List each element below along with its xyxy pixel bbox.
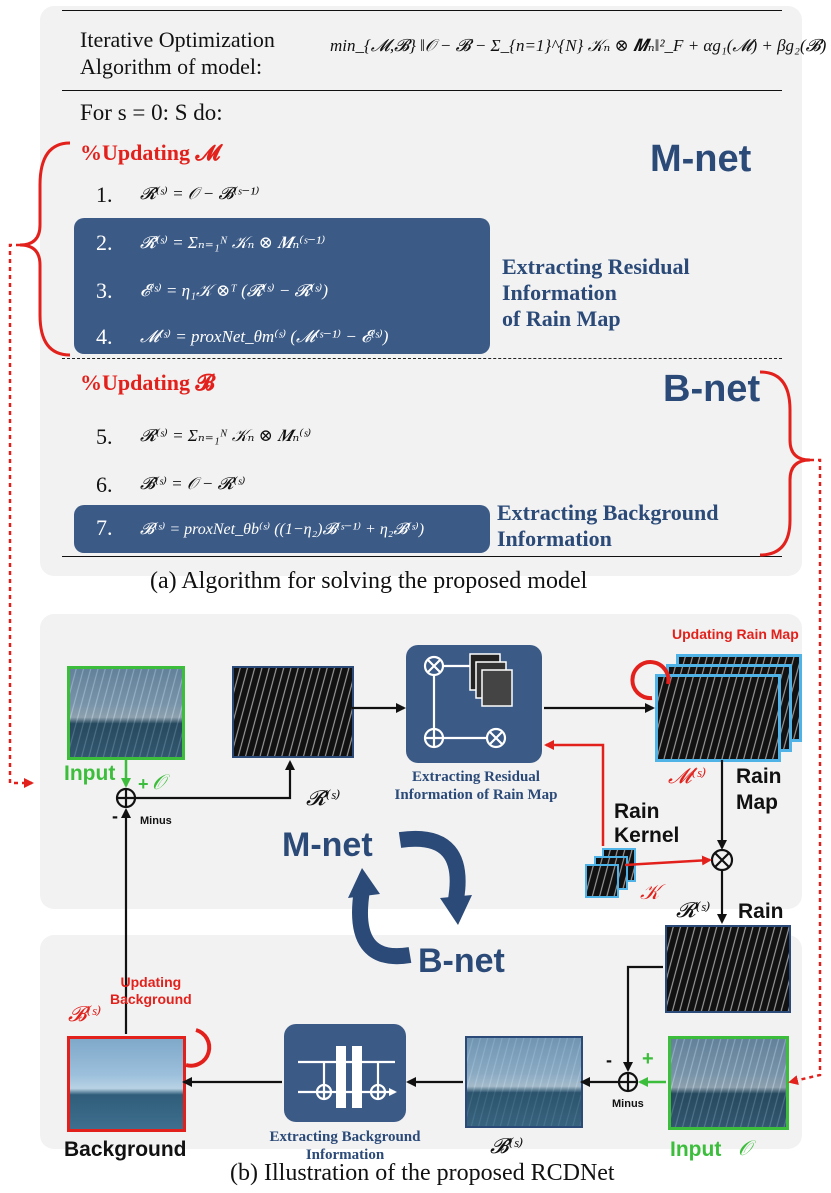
header-bottom-rule: [62, 90, 782, 91]
rain-map-label-line1: Rain: [736, 765, 782, 788]
step-1-equation: 𝓡̂⁽ˢ⁾ = 𝒪 − 𝓑⁽ˢ⁻¹⁾: [140, 184, 260, 203]
b-hat-label: 𝓑̂⁽ˢ⁾: [490, 1134, 524, 1158]
bottom-minus-sign: -: [606, 1050, 612, 1070]
background-block-caption: Extracting Background Information: [250, 1128, 440, 1164]
rain-kernel-label-line2: Kernel: [614, 824, 680, 847]
residual-note-line1: Extracting Residual: [502, 254, 690, 279]
step-3-number: 3.: [96, 278, 113, 303]
step-1-number: 1.: [96, 182, 113, 207]
residual-block-caption-line2: Information of Rain Map: [394, 787, 558, 803]
k-symbol-label: 𝒦: [640, 880, 660, 904]
bottom-rule: [62, 556, 782, 557]
residual-network-glyph: [423, 655, 507, 749]
residual-note-line3: of Rain Map: [502, 306, 621, 331]
rain-kernel-label: Rain Kernel: [614, 800, 679, 848]
step-2-equation: 𝓡̃⁽ˢ⁾ = Σₙ₌₁ᴺ 𝒦ₙ ⊗ 𝑴ₙ⁽ˢ⁻¹⁾: [140, 233, 326, 252]
header-label-line1: Iterative Optimization: [80, 27, 275, 52]
kernel-layer-front: [585, 864, 619, 898]
b-dotted-link: [788, 458, 822, 1086]
updating-background-line2: Background: [110, 991, 192, 1007]
rain-label: Rain: [738, 900, 784, 923]
updating-b-heading: %Updating 𝓑: [80, 370, 215, 395]
background-note: Extracting Background Information: [497, 500, 718, 552]
m-net-label: M-net: [650, 138, 752, 180]
updating-background-label: Updating Background: [110, 974, 192, 1008]
step-6-equation: 𝓑̂⁽ˢ⁾ = 𝒪 − 𝓡⁽ˢ⁾: [140, 474, 246, 493]
step-4-equation: 𝓜⁽ˢ⁾ = proxNet_θm⁽ˢ⁾ (𝓜⁽ˢ⁻¹⁾ − 𝓔⁽ˢ⁾): [140, 327, 389, 346]
updating-background-line1: Updating: [120, 974, 182, 990]
rain-map-layer-front: [655, 674, 781, 762]
bottom-input-label: Input: [670, 1138, 722, 1161]
step-2-number: 2.: [96, 230, 113, 255]
residual-note: Extracting Residual Information of Rain …: [502, 254, 690, 332]
caption-b: (b) Illustration of the proposed RCDNet: [230, 1160, 615, 1186]
caption-a: (a) Algorithm for solving the proposed m…: [150, 568, 588, 594]
m-steps-box: [74, 218, 490, 354]
top-input-label: Input: [64, 762, 116, 785]
input-image-top: [67, 666, 185, 760]
input-image-bottom: [668, 1036, 789, 1130]
header-label: Iterative Optimization Algorithm of mode…: [80, 26, 275, 80]
cycle-m-net-label: M-net: [282, 826, 373, 864]
step-4-number: 4.: [96, 324, 113, 349]
top-minus-sign: -: [112, 806, 118, 826]
top-rule: [62, 10, 782, 11]
step-5-equation: 𝓡⁽ˢ⁾ = Σₙ₌₁ᴺ 𝒦ₙ ⊗ 𝑴ₙ⁽ˢ⁾: [140, 426, 312, 445]
b-steps-box: [74, 505, 490, 553]
loop-line: For s = 0: S do:: [80, 100, 223, 125]
background-label: Background: [64, 1138, 187, 1161]
m-brace: [19, 141, 71, 357]
cycle-b-net-label: B-net: [418, 942, 505, 980]
step-5-number: 5.: [96, 424, 113, 449]
section-divider: [62, 358, 782, 359]
b-net-label: B-net: [663, 368, 761, 410]
b-hat-image: [465, 1036, 583, 1128]
bottom-plus-sign: +: [642, 1048, 654, 1070]
updating-m-heading: %Updating 𝓜: [80, 140, 221, 165]
step-7-number: 7.: [96, 515, 113, 540]
objective-equation: min_{𝓜,𝓑} ‖𝒪 − 𝓑 − Σ_{n=1}^{N} 𝒦ₙ ⊗ 𝑴ₙ‖²…: [330, 36, 827, 55]
step-6-number: 6.: [96, 472, 113, 497]
top-plus-sign: +: [138, 774, 149, 794]
r-hat-label: 𝓡̂⁽ˢ⁾: [306, 786, 341, 810]
residual-block-caption-line1: Extracting Residual: [412, 769, 540, 785]
b-brace: [759, 370, 811, 557]
residual-note-line2: Information: [502, 280, 617, 305]
top-minus-word: Minus: [140, 815, 172, 827]
rain-map-label: Rain Map: [736, 764, 782, 816]
cycle-arrow-bottom: [352, 888, 412, 965]
updating-rain-map-label: Updating Rain Map: [672, 626, 799, 642]
step-7-equation: 𝓑⁽ˢ⁾ = proxNet_θb⁽ˢ⁾ ((1−η₂)𝓑⁽ˢ⁻¹⁾ + η₂𝓑…: [140, 521, 425, 538]
residual-image: [232, 666, 354, 758]
rain-image: [665, 925, 791, 1013]
m-symbol-label: 𝓜⁽ˢ⁾: [668, 764, 707, 788]
rain-map-label-line2: Map: [736, 791, 778, 814]
rain-kernel-label-line1: Rain: [614, 800, 660, 823]
m-dotted-link: [8, 243, 34, 788]
r-symbol-label: 𝓡⁽ˢ⁾: [676, 898, 711, 922]
residual-block-caption: Extracting Residual Information of Rain …: [388, 768, 564, 804]
top-input-symbol: 𝒪: [152, 770, 166, 794]
background-note-line1: Extracting Background: [497, 500, 719, 525]
bottom-input-symbol: 𝒪: [738, 1136, 752, 1160]
bottom-minus-word: Minus: [612, 1098, 644, 1110]
b-symbol-label: 𝓑⁽ˢ⁾: [68, 1002, 102, 1026]
background-block-caption-line2: Information: [305, 1147, 385, 1163]
header-label-line2: Algorithm of model:: [80, 54, 263, 79]
step-3-equation: 𝓔⁽ˢ⁾ = η₁𝒦 ⊗ᵀ (𝓡̃⁽ˢ⁾ − 𝓡̂⁽ˢ⁾): [140, 281, 329, 300]
background-block-caption-line1: Extracting Background: [269, 1129, 421, 1145]
background-note-line2: Information: [497, 526, 612, 551]
background-network-glyph: [298, 1060, 397, 1101]
cycle-arrow-top: [398, 830, 466, 907]
